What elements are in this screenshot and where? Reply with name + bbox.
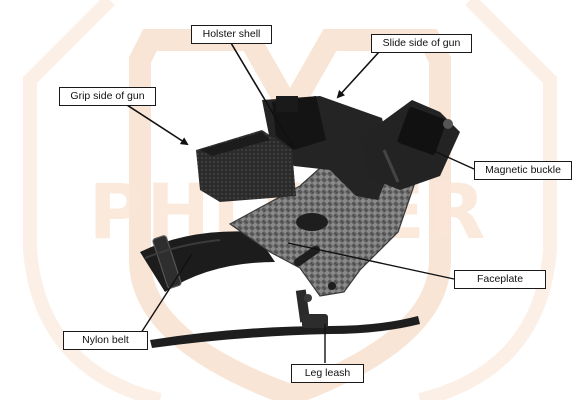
leg-leash-shape	[150, 289, 420, 348]
label-magnetic-buckle: Magnetic buckle	[474, 161, 572, 180]
holster-and-gun	[196, 96, 392, 202]
label-grip-side: Grip side of gun	[59, 87, 156, 106]
label-holster-shell: Holster shell	[191, 25, 272, 44]
label-slide-side: Slide side of gun	[371, 34, 472, 53]
watermark-shield-outer-right	[418, 0, 557, 400]
label-faceplate: Faceplate	[454, 270, 546, 289]
label-leg-leash: Leg leash	[291, 364, 364, 383]
label-nylon-belt: Nylon belt	[63, 331, 148, 350]
watermark-shield-outer	[23, 0, 162, 400]
